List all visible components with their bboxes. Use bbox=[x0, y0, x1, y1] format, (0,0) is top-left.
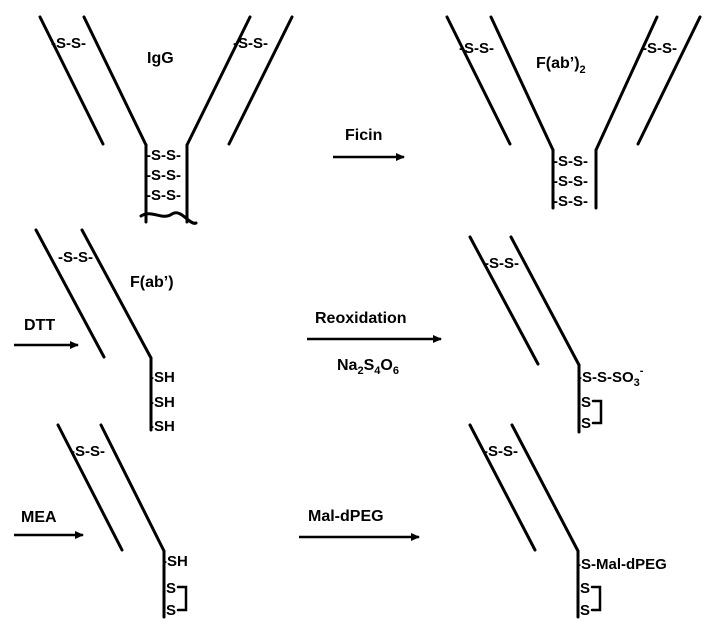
mea-fragment-intrachain-bracket bbox=[176, 585, 188, 612]
reoxidation-step: Reoxidation Na2S4O6 bbox=[307, 310, 442, 377]
sulfonated-light-chain bbox=[468, 235, 540, 366]
fab-prime-sulfonated: -S-S- -S-S-SO3- S S bbox=[468, 235, 644, 434]
dtt-label: DTT bbox=[24, 317, 55, 334]
igg-label: IgG bbox=[147, 50, 174, 67]
mea-step: MEA bbox=[14, 509, 84, 539]
fab-prime-sh-1: -SH bbox=[149, 369, 175, 386]
sulfonated-group-superscript: - bbox=[640, 365, 644, 377]
ficin-label: Ficin bbox=[345, 127, 382, 144]
mea-fragment-disulfide: -S-S- bbox=[70, 443, 105, 460]
dtt-step: DTT bbox=[14, 317, 79, 349]
pegylated-light-chain bbox=[468, 423, 537, 552]
fab2-label: F(ab’)2 bbox=[536, 55, 586, 76]
sulfonated-intrachain-s-1: S bbox=[581, 394, 591, 411]
tetrathionate-sub-6: 6 bbox=[393, 365, 399, 377]
igg-hinge-disulfide-3: -S-S- bbox=[146, 187, 181, 204]
igg-left-outer-chain bbox=[38, 15, 105, 146]
sulfonated-heavy-chain bbox=[509, 235, 581, 367]
fab2-hinge-disulfide-1: -S-S- bbox=[553, 153, 588, 170]
pegylated-conjugate: -S-Mal-dPEG bbox=[576, 556, 667, 573]
fab2-left-outer-chain bbox=[445, 15, 512, 146]
fab2-left-inner-chain bbox=[489, 15, 555, 152]
igg-hinge-disulfide-2: -S-S- bbox=[146, 167, 181, 184]
sulfonated-intrachain-s-2: S bbox=[581, 415, 591, 432]
igg-molecule: -S-S- -S-S- -S-S- -S-S- -S-S- IgG bbox=[38, 15, 294, 225]
mal-dpeg-label: Mal-dPEG bbox=[308, 508, 384, 525]
igg-hinge-disulfide-1: -S-S- bbox=[146, 147, 181, 164]
fab-prime-sh-2: -SH bbox=[149, 394, 175, 411]
mea-fragment-heavy-chain bbox=[99, 423, 166, 553]
ficin-step: Ficin bbox=[333, 127, 405, 161]
tetrathionate-o: O bbox=[380, 357, 392, 374]
fab2-left-disulfide: -S-S- bbox=[459, 40, 494, 57]
igg-right-disulfide: -S-S- bbox=[233, 35, 268, 52]
fab2-right-inner-chain bbox=[594, 15, 659, 152]
pegylated-intrachain-s-1: S bbox=[580, 580, 590, 597]
fab-prime-mea-reduced: -S-S- -SH S S bbox=[56, 423, 188, 619]
tetrathionate-label: Na2S4O6 bbox=[337, 357, 399, 377]
fab-prime-heavy-chain bbox=[80, 228, 153, 360]
igg-right-inner-chain bbox=[185, 15, 252, 147]
fab-prime-reduced: -S-S- F(ab’) -SH -SH -SH bbox=[34, 228, 175, 435]
mea-fragment-intrachain-s-1: S bbox=[166, 580, 176, 597]
mea-fragment-intrachain-s-2: S bbox=[166, 602, 176, 619]
igg-right-outer-chain bbox=[227, 15, 294, 146]
pegylated-heavy-chain bbox=[510, 423, 580, 553]
mea-fragment-sh: -SH bbox=[162, 553, 188, 570]
fab2-right-outer-chain bbox=[636, 15, 702, 146]
sulfonated-group: -S-S-SO3- bbox=[577, 365, 644, 389]
sulfonated-group-subscript: 3 bbox=[634, 377, 640, 389]
sulfonated-intrachain-bracket bbox=[591, 399, 603, 425]
fab2-hinge-disulfide-2: -S-S- bbox=[553, 173, 588, 190]
sulfonated-group-main: -S-S-SO bbox=[577, 369, 634, 386]
tetrathionate-s: S bbox=[364, 357, 375, 374]
fab-prime-light-chain bbox=[34, 228, 106, 359]
igg-left-disulfide: -S-S- bbox=[51, 35, 86, 52]
fab-prime-label: F(ab’) bbox=[130, 274, 174, 291]
pegylated-disulfide: -S-S- bbox=[483, 443, 518, 460]
fab2-label-main: F(ab’) bbox=[536, 55, 580, 72]
fab2-right-disulfide: -S-S- bbox=[642, 40, 677, 57]
fab-prime-disulfide: -S-S- bbox=[58, 249, 93, 266]
sulfonated-disulfide: -S-S- bbox=[484, 255, 519, 272]
reoxidation-label: Reoxidation bbox=[315, 310, 407, 327]
igg-left-inner-chain bbox=[82, 15, 148, 147]
fab2-fragment: -S-S- -S-S- -S-S- -S-S- -S-S- F(ab’)2 bbox=[445, 15, 702, 210]
tetrathionate-sub-2: 2 bbox=[357, 365, 363, 377]
fab2-hinge-disulfide-3: -S-S- bbox=[553, 193, 588, 210]
pegylated-intrachain-bracket bbox=[590, 585, 602, 612]
tetrathionate-sub-4: 4 bbox=[374, 365, 381, 377]
mal-dpeg-step: Mal-dPEG bbox=[299, 508, 420, 541]
tetrathionate-na: Na bbox=[337, 357, 358, 374]
fab-prime-pegylated: -S-S- -S-Mal-dPEG S S bbox=[468, 423, 667, 619]
mea-label: MEA bbox=[21, 509, 57, 526]
pegylated-intrachain-s-2: S bbox=[580, 602, 590, 619]
fab-prime-sh-3: -SH bbox=[149, 418, 175, 435]
mea-fragment-light-chain bbox=[56, 423, 124, 552]
igg-fc-cut-wave bbox=[139, 211, 198, 225]
fab2-label-subscript: 2 bbox=[580, 64, 586, 76]
